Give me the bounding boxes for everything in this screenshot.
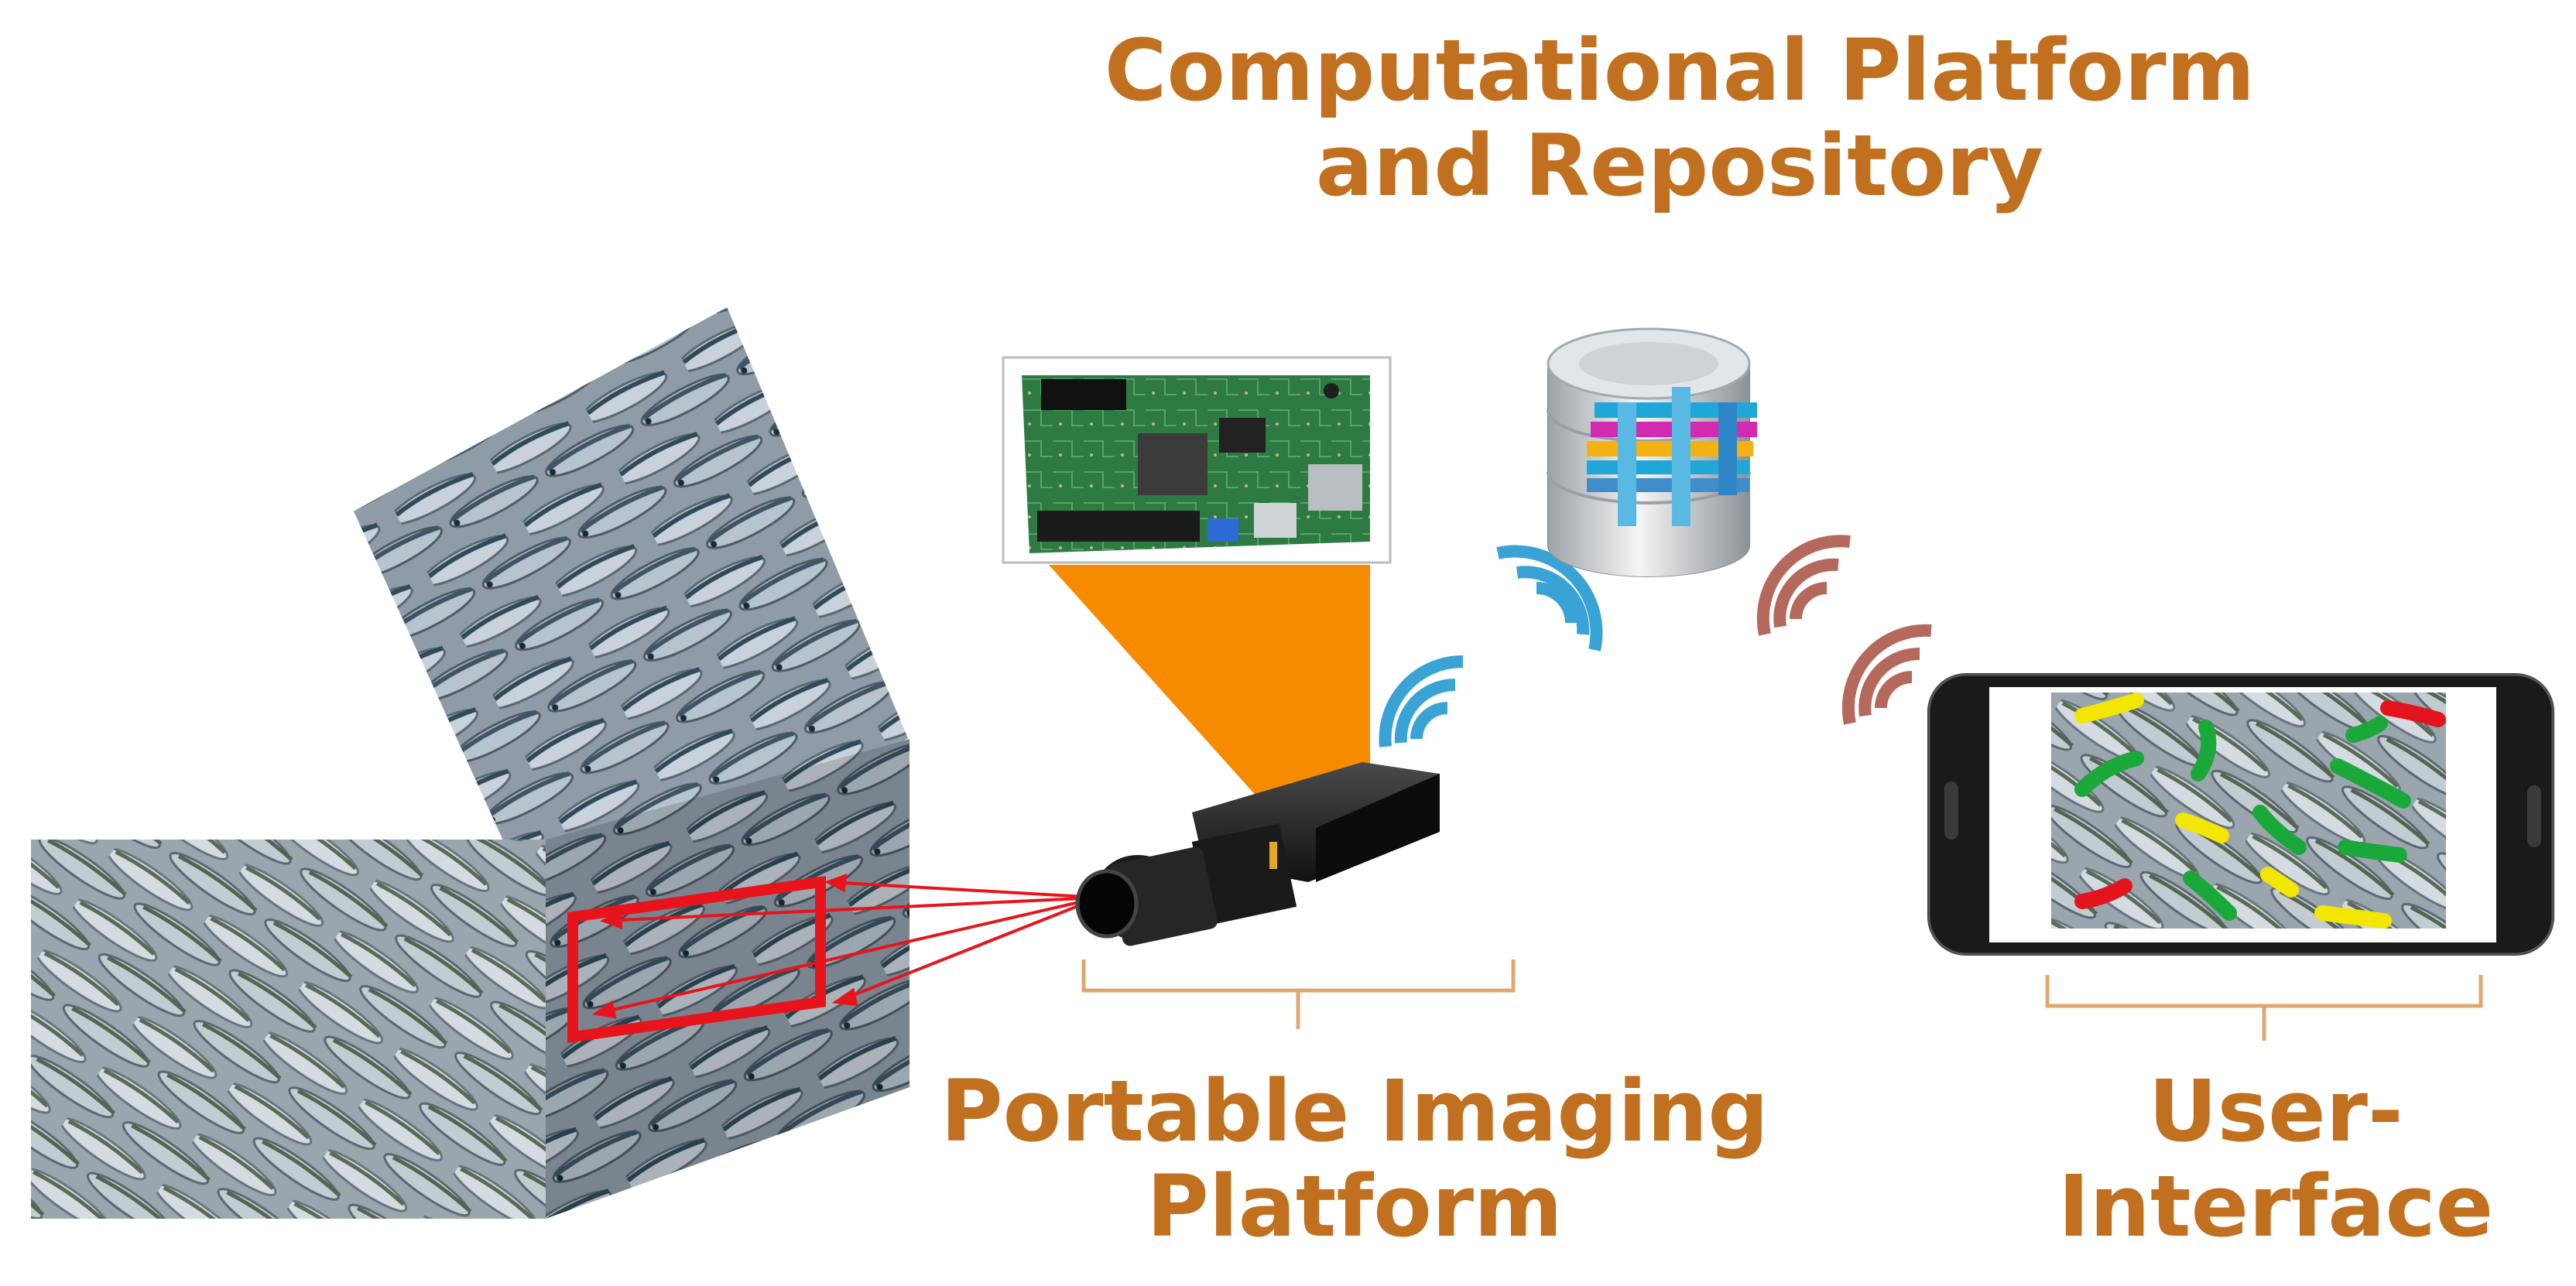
label-line: Platform xyxy=(1146,1157,1563,1257)
wireless-signal-icon xyxy=(1496,545,1603,652)
projection-beam xyxy=(1049,565,1370,828)
fish-cube-side-face xyxy=(546,739,909,1219)
smartphone-icon xyxy=(1927,673,2554,956)
wireless-signal-icon xyxy=(1379,655,1464,747)
circuit-board-icon xyxy=(1002,356,1392,564)
fish-sample-cube xyxy=(31,303,911,1219)
database-color-bands xyxy=(1587,387,1757,526)
label-line: User- xyxy=(2148,1062,2403,1161)
label-user-interface: User- Interface xyxy=(1997,1062,2554,1257)
label-computational-platform: Computational Platform and Repository xyxy=(1099,21,2260,216)
wireless-signal-icon xyxy=(1756,535,1851,636)
camera-lens xyxy=(1075,869,1139,939)
fish-cube-front-face xyxy=(31,840,546,1219)
database-icon xyxy=(1547,327,1757,577)
fish-cube-shade xyxy=(546,739,909,1219)
camera-icon xyxy=(1075,762,1440,946)
wireless-signal-icon xyxy=(1841,624,1932,725)
scan-target-box xyxy=(567,875,826,1044)
portable-platform-bracket xyxy=(1081,959,1516,1029)
label-line: Interface xyxy=(2057,1157,2494,1257)
label-line: Computational Platform xyxy=(1104,21,2256,120)
detection-markers xyxy=(2074,693,2446,929)
label-line: Portable Imaging xyxy=(940,1062,1769,1161)
label-line: and Repository xyxy=(1315,116,2044,216)
laser-scan xyxy=(567,874,1100,1044)
label-portable-imaging-platform: Portable Imaging Platform xyxy=(851,1062,1858,1257)
user-interface-bracket xyxy=(2045,975,2483,1041)
